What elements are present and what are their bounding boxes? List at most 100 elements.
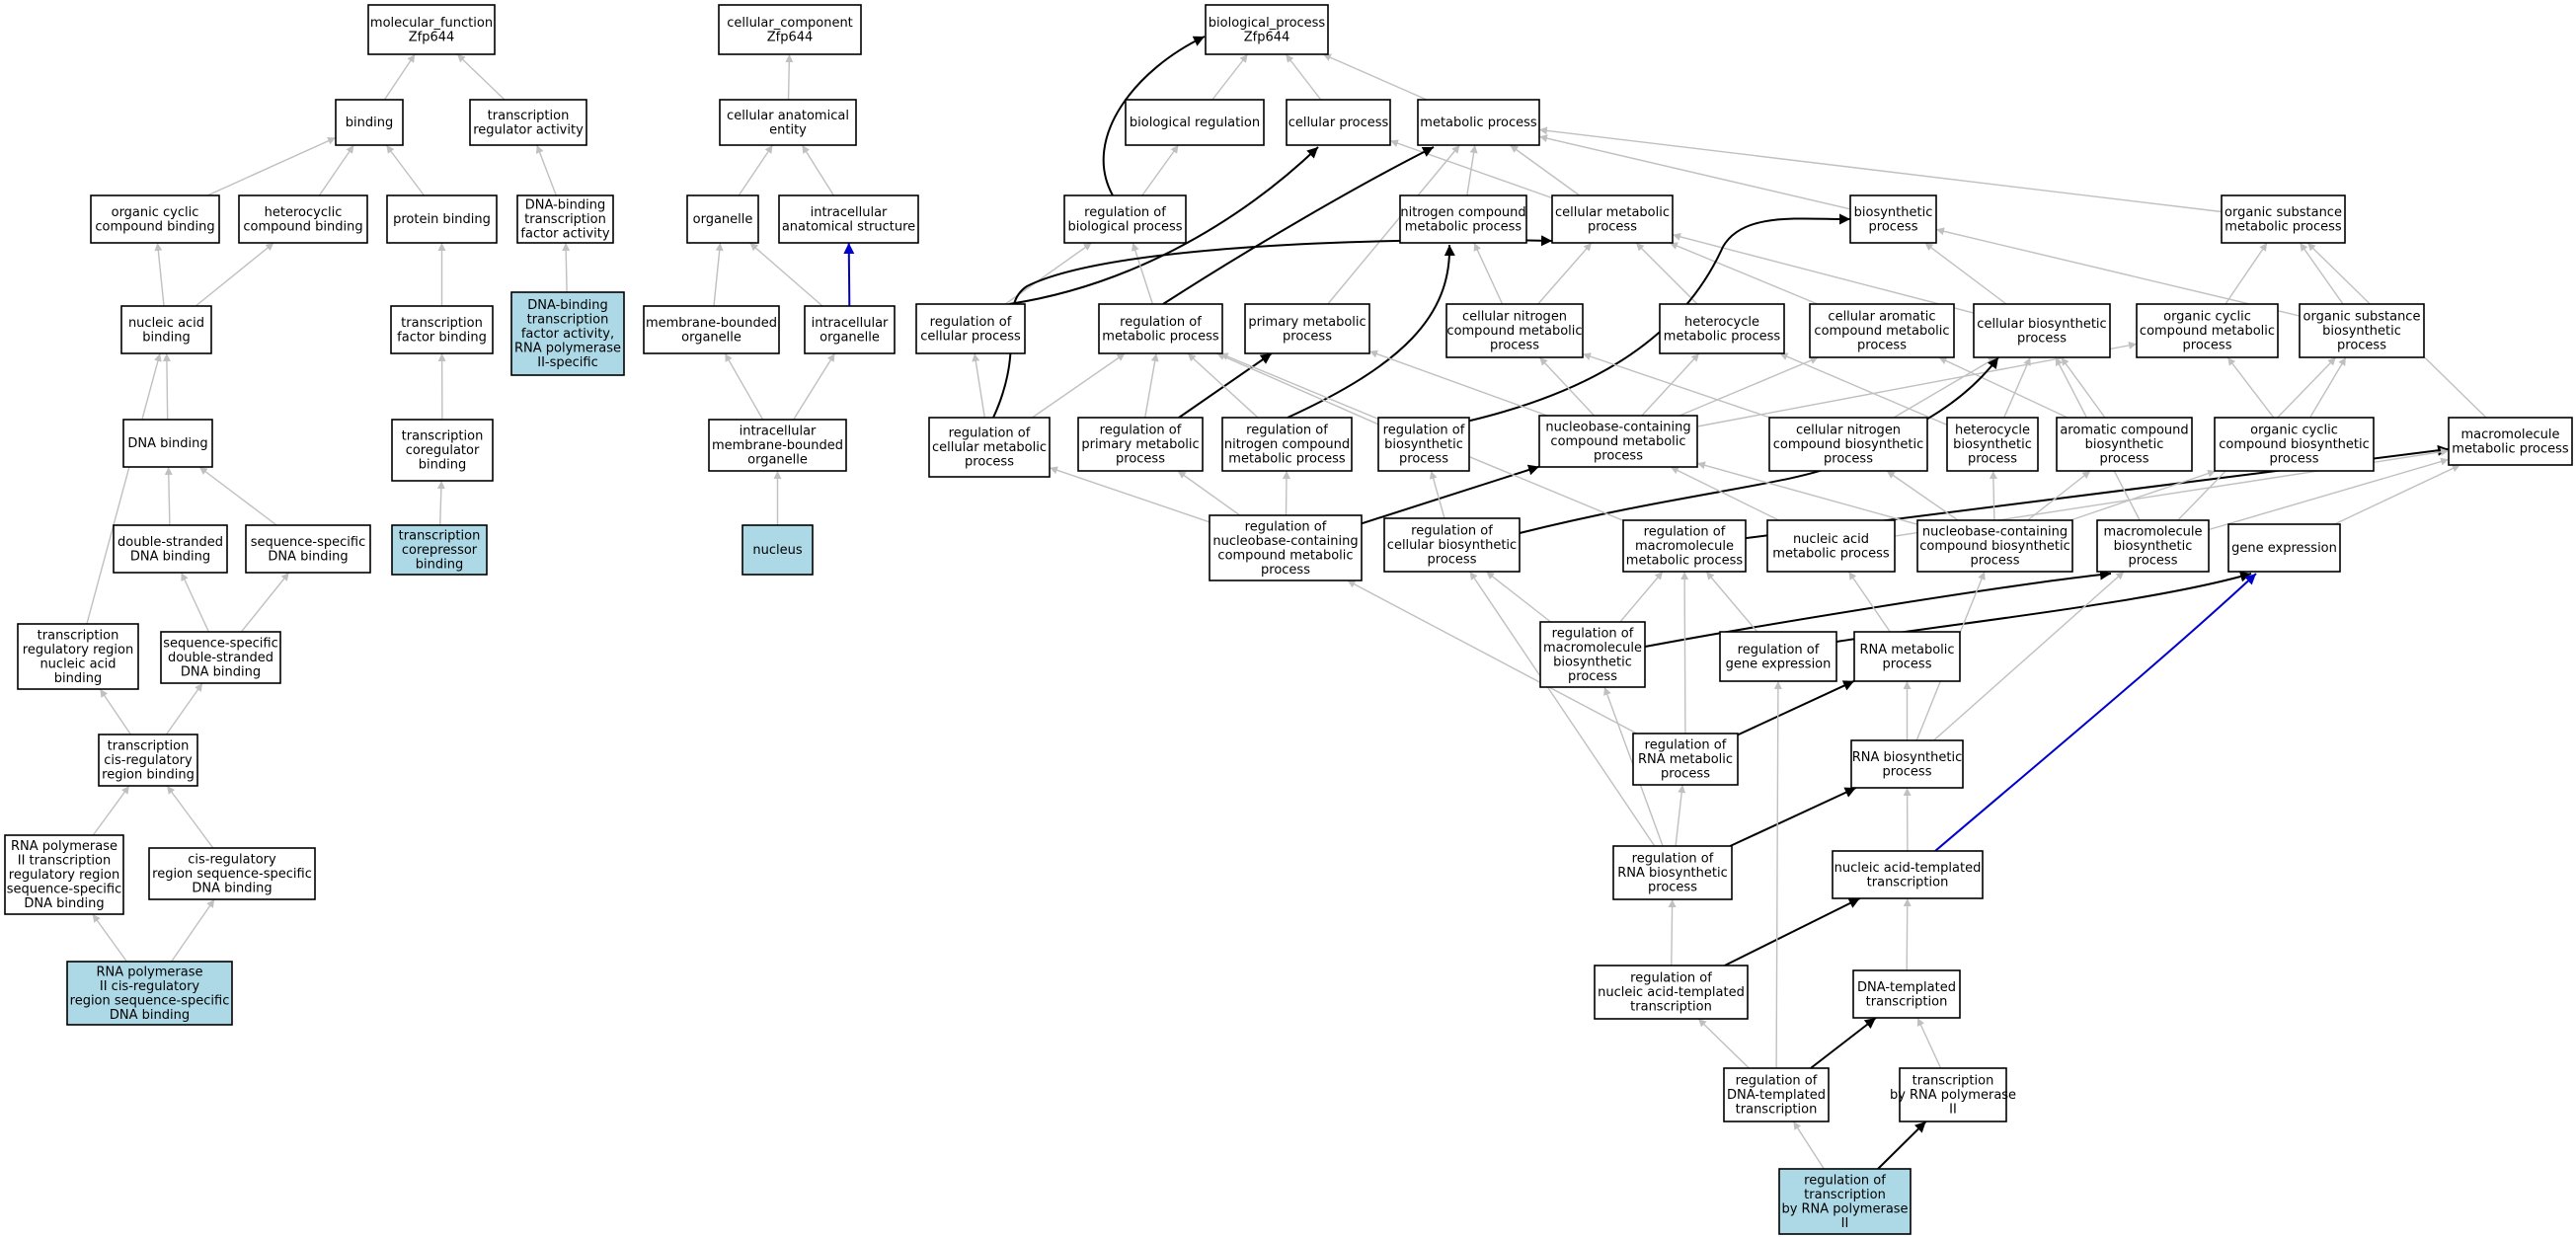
edge-ncmp-to-mp	[1466, 144, 1478, 196]
node-dtt-label-line: transcription	[1866, 994, 1948, 1009]
node-ge[interactable]: gene expression	[2227, 523, 2341, 573]
node-mf-label-line: molecular_function	[370, 16, 493, 31]
node-mp[interactable]: metabolic process	[1417, 99, 1540, 146]
node-trrnab-label-line: regulatory region	[23, 643, 133, 657]
node-cncbp-label-line: cellular nitrogen	[1796, 424, 1901, 438]
node-cc-label-line: cellular_component	[727, 16, 853, 31]
node-mbo-label-line: organelle	[681, 330, 742, 345]
node-rbp-box	[1063, 194, 1187, 244]
node-dnab[interactable]: DNA binding	[122, 419, 213, 468]
node-rncmp-label-line: nitrogen compound	[1224, 437, 1350, 452]
node-cacmp-label-line: cellular aromatic	[1828, 310, 1935, 325]
node-mbo-box	[643, 305, 780, 354]
node-cae-box	[719, 99, 857, 146]
node-rnbccmp[interactable]: regulation ofnucleobase-containingcompou…	[1209, 514, 1363, 581]
node-nucleus[interactable]: nucleus	[742, 524, 814, 576]
node-hbp-label-line: heterocycle	[1955, 424, 2030, 438]
node-cp[interactable]: cellular process	[1286, 99, 1391, 146]
node-mbp-label-line: process	[2129, 554, 2178, 569]
node-pmp-box	[1244, 303, 1370, 354]
node-namp-label-line: metabolic process	[1772, 546, 1890, 561]
edge-osbp-to-osmp	[2299, 242, 2344, 305]
node-rmbp[interactable]: regulation ofmacromoleculebiosyntheticpr…	[1539, 621, 1646, 688]
node-binding[interactable]: binding	[335, 99, 404, 146]
edge-cncbp-to-cbp	[1893, 356, 1997, 419]
node-crrssdb-label-line: cis-regulatory	[188, 853, 276, 868]
node-org[interactable]: organelle	[686, 194, 759, 244]
node-rp2trr-label-line: II transcription	[18, 854, 111, 869]
node-pb[interactable]: protein binding	[386, 194, 498, 244]
node-hcb-label-line: heterocyclic	[265, 205, 343, 220]
node-rcmp-label-line: process	[965, 455, 1014, 470]
node-rcbp-label-line: regulation of	[1411, 524, 1493, 539]
node-breg[interactable]: biological regulation	[1125, 99, 1265, 146]
node-hbp-label-line: process	[1968, 452, 2017, 467]
